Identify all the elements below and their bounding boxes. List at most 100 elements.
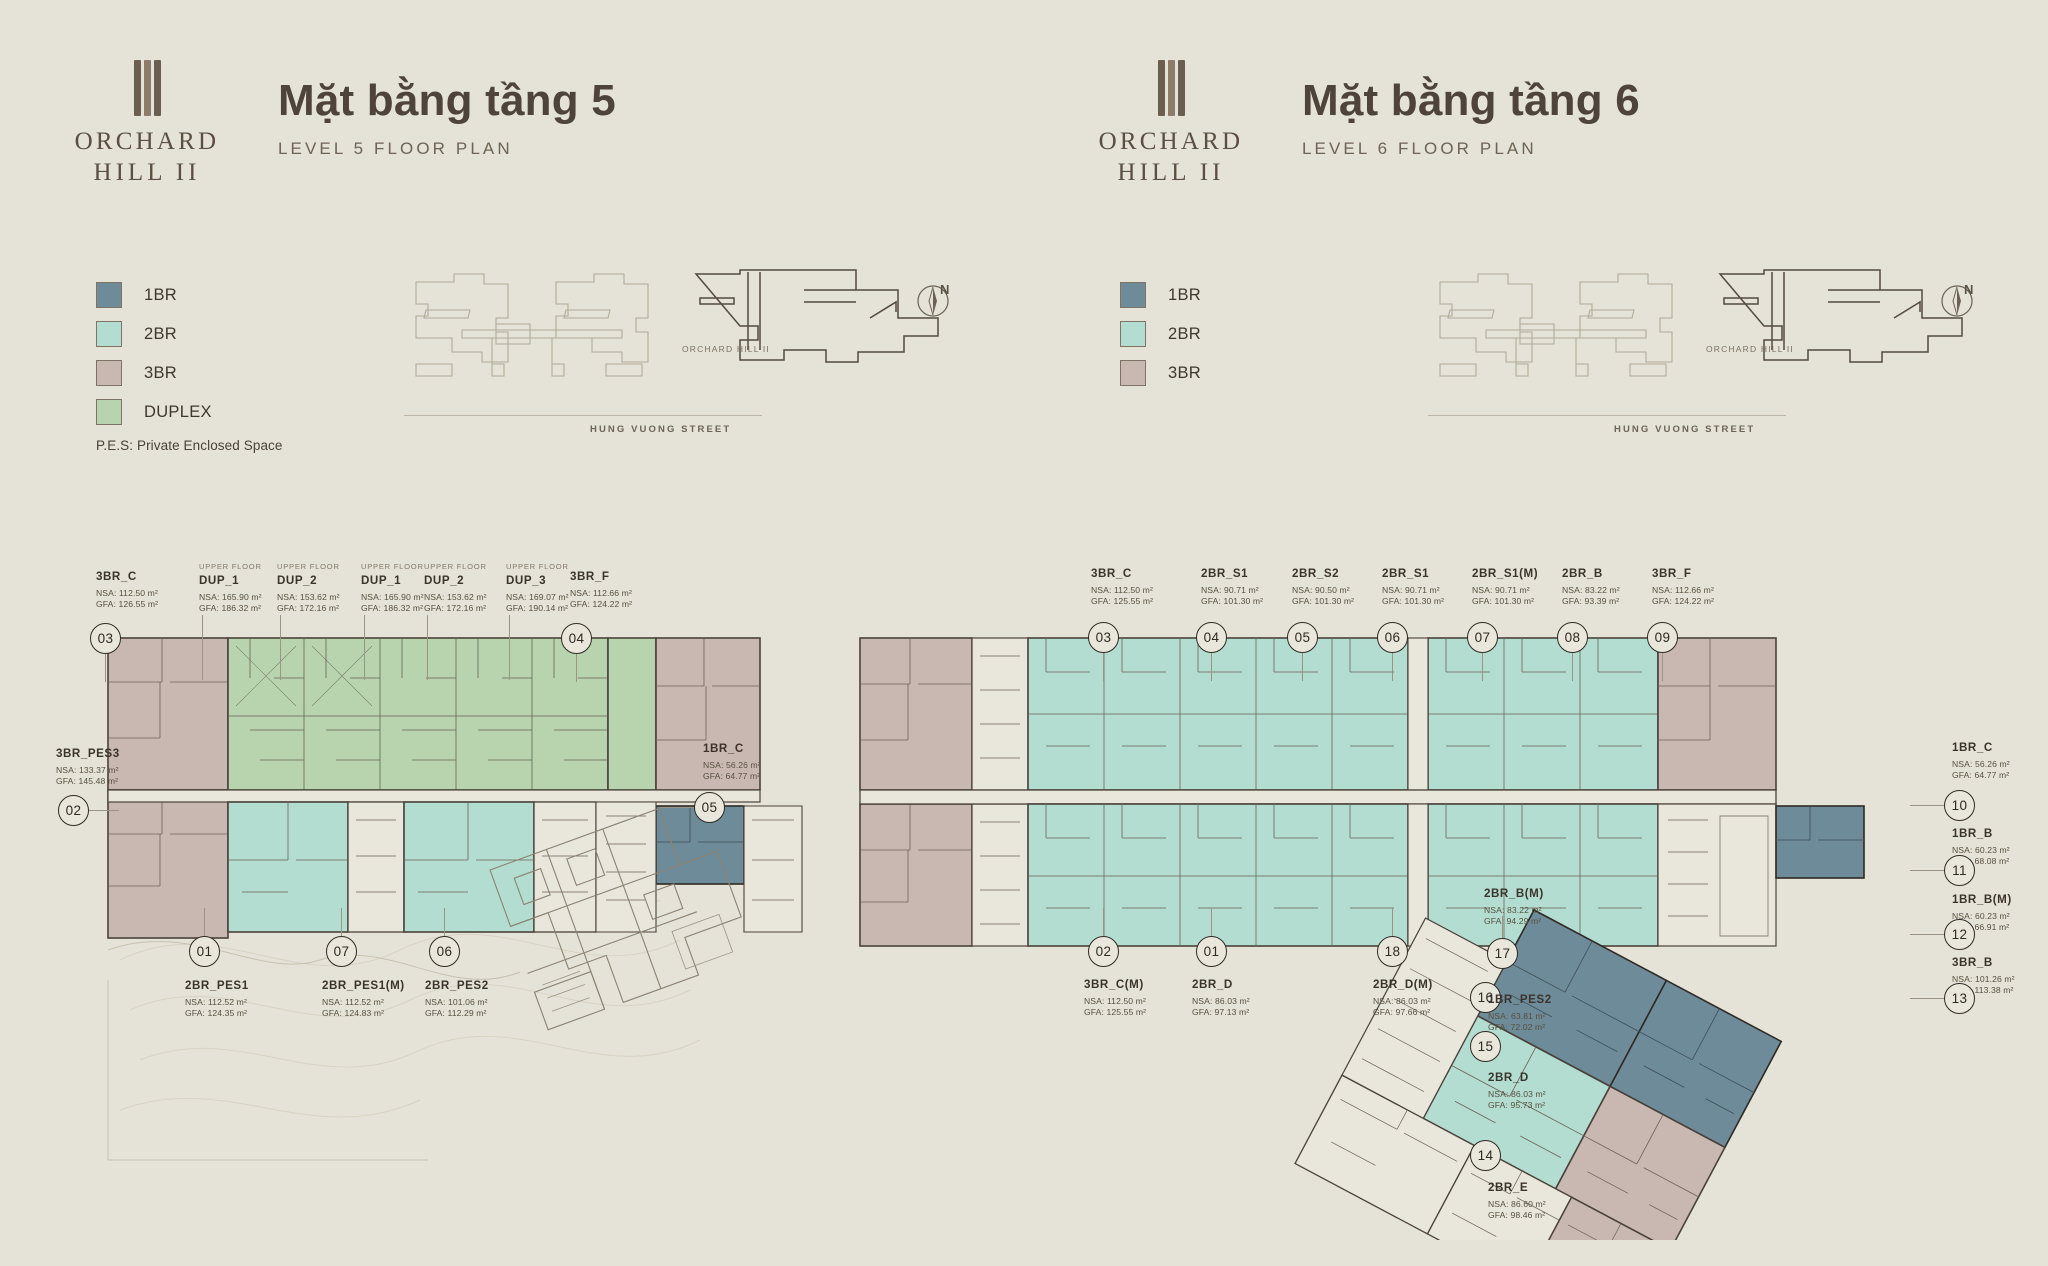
- unit-nsa: NSA: 165.90 m²: [361, 591, 424, 602]
- leader-line: [1572, 653, 1573, 681]
- unit-pin-03[interactable]: 03: [90, 623, 121, 654]
- unit-code: 2BR_S1(M): [1472, 567, 1539, 580]
- unit-label-1br-pes2: 1BR_PES2 NSA: 63.81 m² GFA: 72.02 m²: [1488, 992, 1552, 1034]
- unit-pin-01[interactable]: 01: [189, 936, 220, 967]
- unit-nsa: NSA: 112.52 m²: [185, 996, 247, 1007]
- unit-label-2br-d-m: 2BR_D(M) NSA: 86.03 m² GFA: 97.66 m²: [1373, 977, 1433, 1019]
- unit-label-dup-1-a: UPPER FLOOR DUP_1 NSA: 165.90 m² GFA: 18…: [199, 562, 262, 615]
- unit-label-2br-b-m: 2BR_B(M) NSA: 83.22 m² GFA: 94.29 m²: [1484, 886, 1544, 928]
- unit-pin-13[interactable]: 13: [1944, 983, 1975, 1014]
- leader-line: [105, 654, 106, 682]
- unit-gfa: GFA: 172.16 m²: [277, 603, 340, 614]
- keyplan-level-5: ORCHARD HILL II: [400, 268, 960, 378]
- leader-line: [1502, 916, 1503, 938]
- unit-gfa: GFA: 125.55 m²: [1084, 1007, 1147, 1018]
- unit-nsa: NSA: 112.50 m²: [1091, 584, 1153, 595]
- unit-pin-16[interactable]: 16: [1470, 982, 1501, 1013]
- unit-code: 3BR_PES3: [56, 747, 120, 760]
- unit-pin-06[interactable]: 06: [429, 936, 460, 967]
- unit-code: DUP_2: [424, 574, 465, 588]
- unit-gfa: GFA: 124.35 m²: [185, 1008, 248, 1019]
- unit-code: 1BR_B: [1952, 827, 1993, 840]
- unit-pin-05[interactable]: 05: [694, 792, 725, 823]
- unit-upper-tag: UPPER FLOOR: [424, 562, 487, 571]
- keyplan-caption: ORCHARD HILL II: [1705, 344, 1794, 354]
- unit-pin-08[interactable]: 08: [1557, 622, 1588, 653]
- unit-gfa: GFA: 94.29 m²: [1484, 916, 1542, 927]
- unit-pin-18[interactable]: 18: [1377, 936, 1408, 967]
- unit-code: 2BR_S1: [1201, 567, 1249, 580]
- header-level-5: ORCHARD HILL II Mặt bằng tầng 5 LEVEL 5 …: [62, 48, 616, 187]
- legend-level-6: 1BR 2BR 3BR: [1120, 282, 1201, 399]
- leader-line: [1910, 934, 1944, 935]
- unit-pin-07[interactable]: 07: [326, 936, 357, 967]
- unit-pin-04[interactable]: 04: [1196, 622, 1227, 653]
- unit-gfa: GFA: 186.32 m²: [199, 603, 262, 614]
- unit-label-3br-c-m: 3BR_C(M) NSA: 112.50 m² GFA: 125.55 m²: [1084, 977, 1146, 1019]
- unit-pin-02[interactable]: 02: [1088, 936, 1119, 967]
- unit-pin-03[interactable]: 03: [1088, 622, 1119, 653]
- brand-block: ORCHARD HILL II: [1086, 48, 1256, 187]
- leader-line: [1302, 653, 1303, 681]
- unit-pin-06[interactable]: 06: [1377, 622, 1408, 653]
- unit-gfa: GFA: 126.55 m²: [96, 599, 159, 610]
- unit-label-3br-b: 3BR_B NSA: 101.26 m² GFA: 113.38 m²: [1952, 955, 2015, 997]
- unit-nsa: NSA: 90.71 m²: [1472, 584, 1530, 595]
- title-block: Mặt bằng tầng 5 LEVEL 5 FLOOR PLAN: [278, 48, 616, 159]
- unit-gfa: GFA: 125.55 m²: [1091, 596, 1154, 607]
- orchard-hill-logo-icon: [1086, 54, 1256, 116]
- unit-code: 2BR_D(M): [1373, 978, 1433, 991]
- unit-label-dup-2-a: UPPER FLOOR DUP_2 NSA: 153.62 m² GFA: 17…: [277, 562, 340, 615]
- leader-line: [1103, 908, 1104, 936]
- legend-item-2br: 2BR: [1120, 321, 1201, 347]
- legend-level-5: 1BR 2BR 3BR DUPLEX P.E.S: Private Enclos…: [96, 282, 283, 453]
- unit-gfa: GFA: 93.39 m²: [1562, 596, 1620, 607]
- unit-pin-14[interactable]: 14: [1470, 1140, 1501, 1171]
- unit-nsa: NSA: 153.62 m²: [277, 591, 340, 602]
- unit-pin-17[interactable]: 17: [1487, 938, 1518, 969]
- unit-pin-05[interactable]: 05: [1287, 622, 1318, 653]
- unit-label-dup-2-b: UPPER FLOOR DUP_2 NSA: 153.62 m² GFA: 17…: [424, 562, 487, 615]
- leader-line: [1662, 653, 1663, 681]
- unit-pin-11[interactable]: 11: [1944, 855, 1975, 886]
- leader-line: [509, 615, 510, 680]
- unit-gfa: GFA: 64.77 m²: [703, 771, 761, 782]
- leader-line: [202, 615, 203, 680]
- unit-pin-07[interactable]: 07: [1467, 622, 1498, 653]
- unit-pin-12[interactable]: 12: [1944, 919, 1975, 950]
- unit-nsa: NSA: 86.03 m²: [1488, 1088, 1546, 1099]
- unit-nsa: NSA: 112.66 m²: [570, 587, 632, 598]
- leader-line: [1910, 805, 1944, 806]
- unit-pin-04[interactable]: 04: [561, 623, 592, 654]
- leader-line: [1211, 908, 1212, 936]
- unit-pin-09[interactable]: 09: [1647, 622, 1678, 653]
- legend-swatch-1br: [1120, 282, 1146, 308]
- unit-code: 1BR_C: [703, 742, 744, 755]
- unit-code: DUP_1: [199, 574, 240, 588]
- unit-nsa: NSA: 101.06 m²: [425, 996, 488, 1007]
- unit-label-3br-f: 3BR_F NSA: 112.66 m² GFA: 124.22 m²: [570, 568, 632, 611]
- leader-line: [1392, 908, 1393, 936]
- leader-line: [427, 615, 428, 680]
- title-block: Mặt bằng tầng 6 LEVEL 6 FLOOR PLAN: [1302, 48, 1640, 159]
- legend-label-duplex: DUPLEX: [144, 402, 212, 421]
- unit-gfa: GFA: 101.30 m²: [1472, 596, 1535, 607]
- legend-label-1br: 1BR: [144, 285, 177, 304]
- unit-gfa: GFA: 98.46 m²: [1488, 1210, 1546, 1221]
- unit-nsa: NSA: 86.03 m²: [1192, 995, 1250, 1006]
- unit-pin-15[interactable]: 15: [1470, 1031, 1501, 1062]
- unit-gfa: GFA: 124.83 m²: [322, 1008, 385, 1019]
- unit-pin-01[interactable]: 01: [1196, 936, 1227, 967]
- header-level-6: ORCHARD HILL II Mặt bằng tầng 6 LEVEL 6 …: [1086, 48, 1640, 187]
- unit-pin-02[interactable]: 02: [58, 795, 89, 826]
- unit-nsa: NSA: 56.26 m²: [1952, 758, 2010, 769]
- leader-line: [1103, 653, 1104, 681]
- unit-gfa: GFA: 101.30 m²: [1201, 596, 1264, 607]
- unit-label-2br-pes2: 2BR_PES2 NSA: 101.06 m² GFA: 112.29 m²: [425, 977, 489, 1020]
- leader-line: [89, 810, 119, 811]
- unit-code: 2BR_S1: [1382, 567, 1430, 580]
- unit-label-3br-pes3: 3BR_PES3 NSA: 133.37 m² GFA: 145.48 m²: [56, 745, 120, 788]
- brand-block: ORCHARD HILL II: [62, 48, 232, 187]
- unit-pin-10[interactable]: 10: [1944, 790, 1975, 821]
- floorplan-drawing-level-5: [60, 620, 960, 1180]
